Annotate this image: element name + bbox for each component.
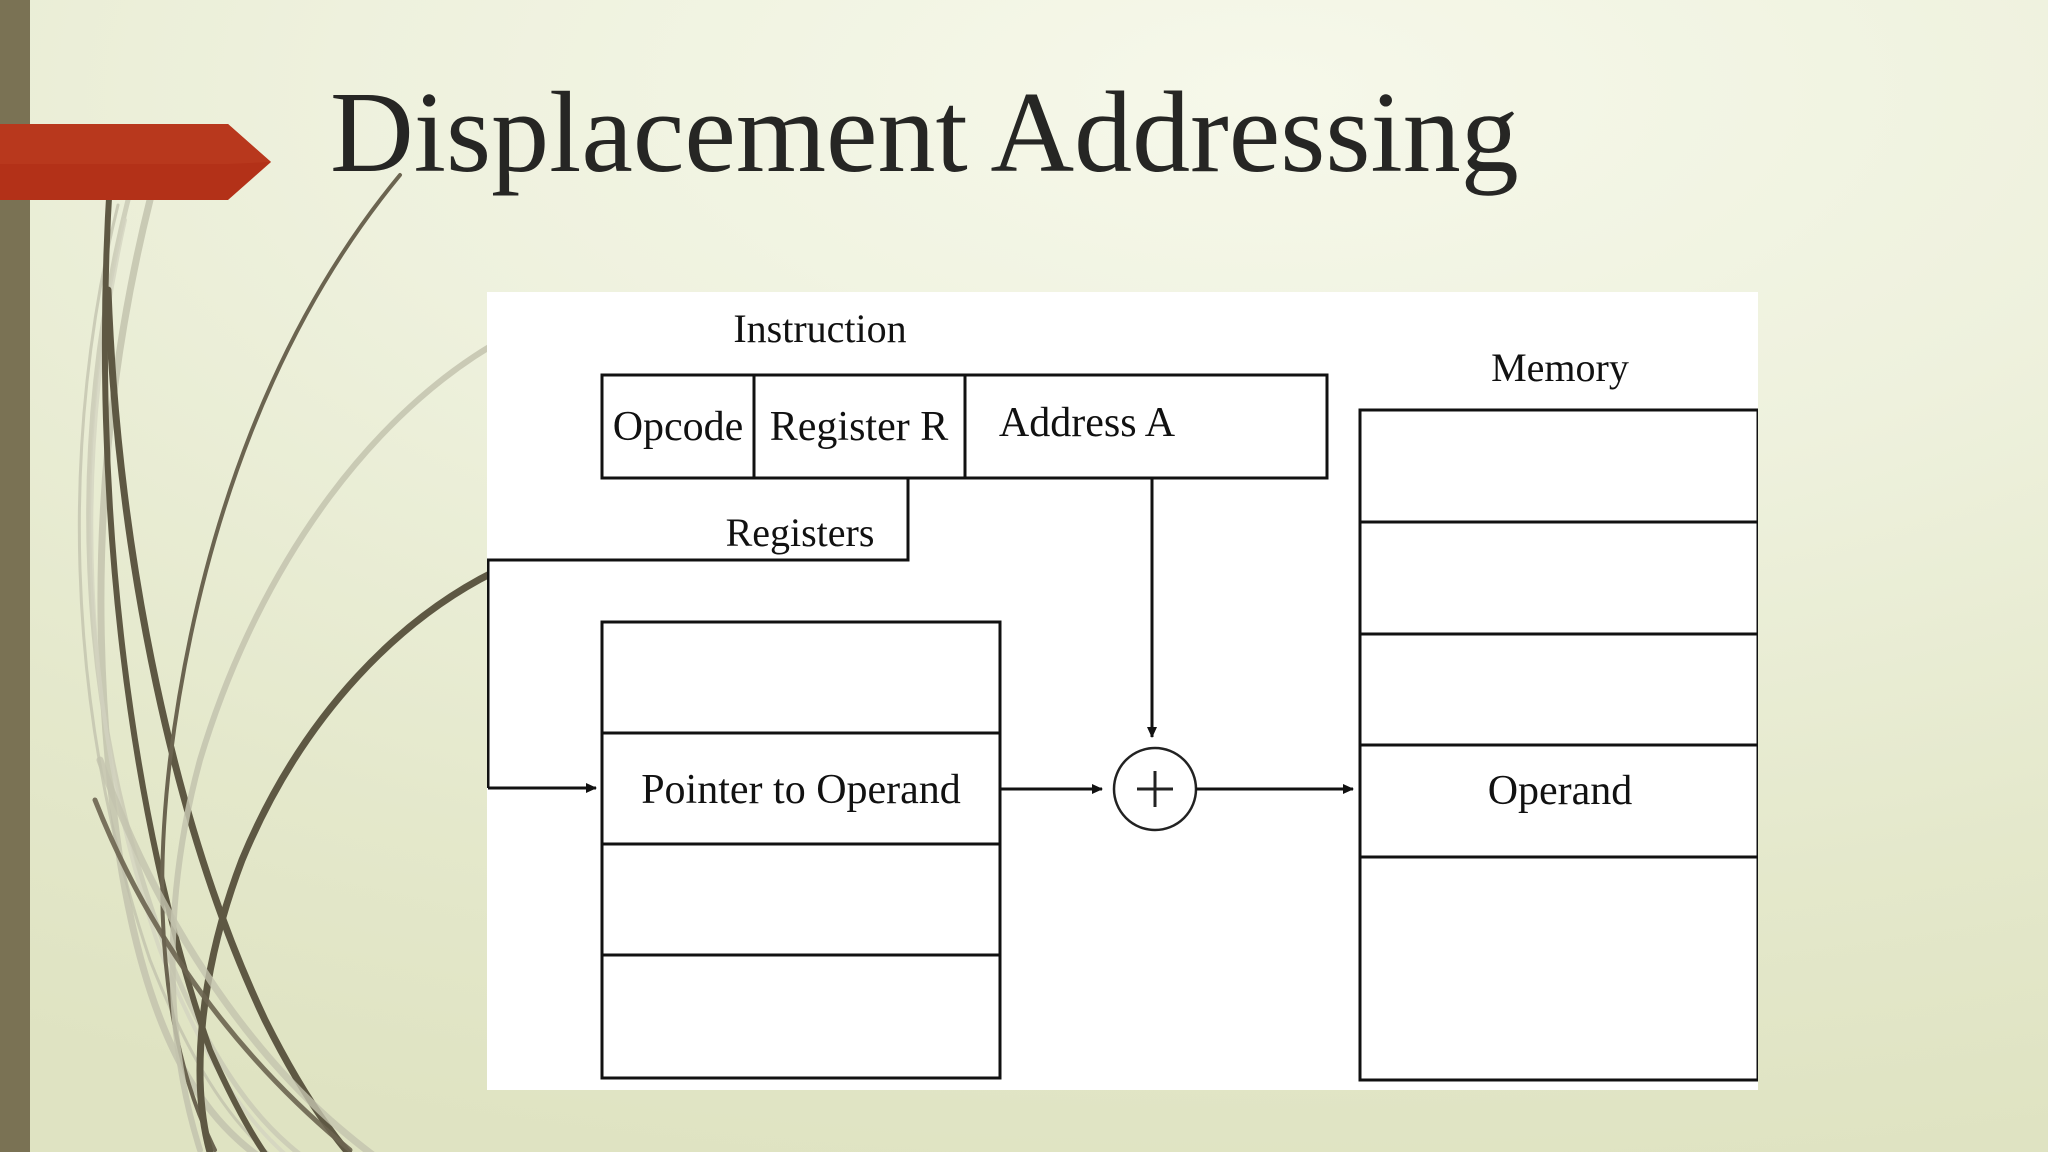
instruction-box	[600, 373, 1329, 480]
registers-row-pointer-to-operand: Pointer to Operand	[641, 767, 961, 813]
memory-label: Memory	[1491, 345, 1629, 390]
registers-box	[600, 620, 1002, 1080]
adder-node	[1112, 746, 1198, 832]
red-chevron-banner	[0, 124, 271, 200]
displacement-addressing-diagram: Instruction Opcode Register R Address A …	[487, 306, 1758, 1082]
diagram-canvas: Instruction Opcode Register R Address A …	[487, 292, 1758, 1090]
registers-label: Registers	[726, 510, 875, 555]
page-title: Displacement Addressing	[330, 69, 1519, 197]
instruction-label: Instruction	[733, 306, 906, 351]
instruction-field-opcode: Opcode	[613, 404, 744, 450]
instruction-field-address: Address A	[999, 400, 1176, 446]
memory-row-operand: Operand	[1488, 768, 1633, 814]
memory-box	[1358, 408, 1758, 1082]
instruction-field-register: Register R	[770, 404, 948, 450]
register-to-registers-connector	[487, 478, 910, 793]
